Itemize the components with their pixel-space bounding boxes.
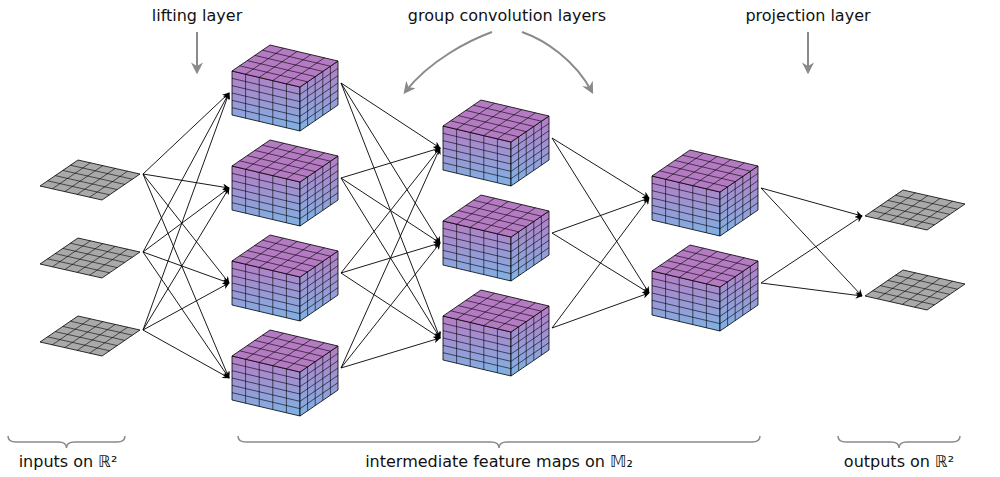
connection-arrow: [341, 338, 440, 368]
grid-lines: [451, 198, 542, 234]
face: [232, 140, 338, 182]
grid-lines: [240, 238, 331, 274]
domain-caption: intermediate feature maps on 𝕄₂: [365, 452, 633, 471]
grid-lines: [48, 319, 133, 353]
face: [232, 235, 338, 277]
grid-lines: [48, 163, 133, 197]
grid-lines: [873, 193, 958, 227]
domain-caption: outputs on ℝ²: [844, 452, 954, 471]
pointer-arrow: [807, 32, 809, 72]
grid-lines: [240, 333, 331, 369]
connection-arrow: [552, 198, 649, 233]
connection-arrow: [761, 216, 862, 283]
curly-brace: [838, 436, 960, 448]
grid-lines: [240, 48, 331, 84]
braces: [8, 436, 960, 448]
grid-lines: [451, 293, 542, 329]
connection-arrow: [341, 148, 440, 178]
connection-arrow: [761, 188, 862, 296]
face: [40, 238, 140, 278]
face: [232, 330, 338, 372]
connection-arrow: [552, 138, 649, 198]
group-feature-map: [443, 290, 549, 376]
plane-feature-map: [865, 270, 965, 310]
connection-arrow: [143, 188, 229, 252]
grid-lines: [240, 143, 331, 179]
connection-arrow: [552, 293, 649, 328]
group-feature-map: [652, 150, 758, 236]
connection-arrows: [143, 83, 862, 378]
layer-caption: projection layer: [745, 6, 870, 25]
grid-lines: [660, 248, 751, 284]
group-feature-map: [232, 45, 338, 131]
connection-arrow: [143, 174, 229, 188]
connection-arrow: [552, 138, 649, 293]
connection-arrow: [761, 283, 862, 296]
pointer-arrow: [196, 32, 198, 72]
layer-caption: lifting layer: [152, 6, 242, 25]
curly-brace: [238, 436, 760, 448]
face: [232, 45, 338, 87]
connection-arrow: [143, 252, 229, 378]
connection-arrow: [143, 93, 229, 330]
connection-arrow: [143, 252, 229, 283]
curly-brace: [8, 436, 125, 448]
group-feature-map: [232, 140, 338, 226]
pointer-arrow: [405, 32, 492, 92]
grid-lines: [451, 103, 542, 139]
connection-arrow: [143, 283, 229, 330]
face: [40, 160, 140, 200]
connection-arrow: [143, 330, 229, 378]
connection-arrow: [761, 188, 862, 216]
face: [40, 316, 140, 356]
group-feature-map: [232, 330, 338, 416]
plane-feature-map: [40, 316, 140, 356]
group-feature-map: [443, 195, 549, 281]
connection-arrow: [341, 243, 440, 368]
grid-lines: [48, 241, 133, 275]
plane-feature-map: [865, 190, 965, 230]
group-feature-map: [443, 100, 549, 186]
plane-feature-map: [40, 160, 140, 200]
connection-arrow: [143, 174, 229, 378]
face: [652, 245, 758, 287]
label-pointers: [197, 32, 808, 92]
connection-arrow: [143, 93, 229, 252]
face: [443, 195, 549, 237]
connection-arrow: [552, 198, 649, 328]
face: [443, 290, 549, 332]
connection-arrow: [341, 83, 440, 338]
connection-arrow: [341, 83, 440, 148]
connection-arrow: [341, 148, 440, 273]
connection-arrow: [341, 83, 440, 243]
connection-arrow: [143, 188, 229, 330]
group-feature-map: [232, 235, 338, 321]
grid-lines: [873, 273, 958, 307]
connection-arrow: [341, 148, 440, 368]
group-feature-map: [652, 245, 758, 331]
grid-lines: [660, 153, 751, 189]
pointer-arrow: [522, 32, 592, 92]
layer-caption: group convolution layers: [408, 6, 606, 25]
connection-arrow: [143, 93, 229, 174]
feature-maps: [40, 45, 965, 416]
face: [443, 100, 549, 142]
face: [652, 150, 758, 192]
face: [865, 270, 965, 310]
plane-feature-map: [40, 238, 140, 278]
face: [865, 190, 965, 230]
domain-caption: inputs on ℝ²: [19, 452, 118, 471]
